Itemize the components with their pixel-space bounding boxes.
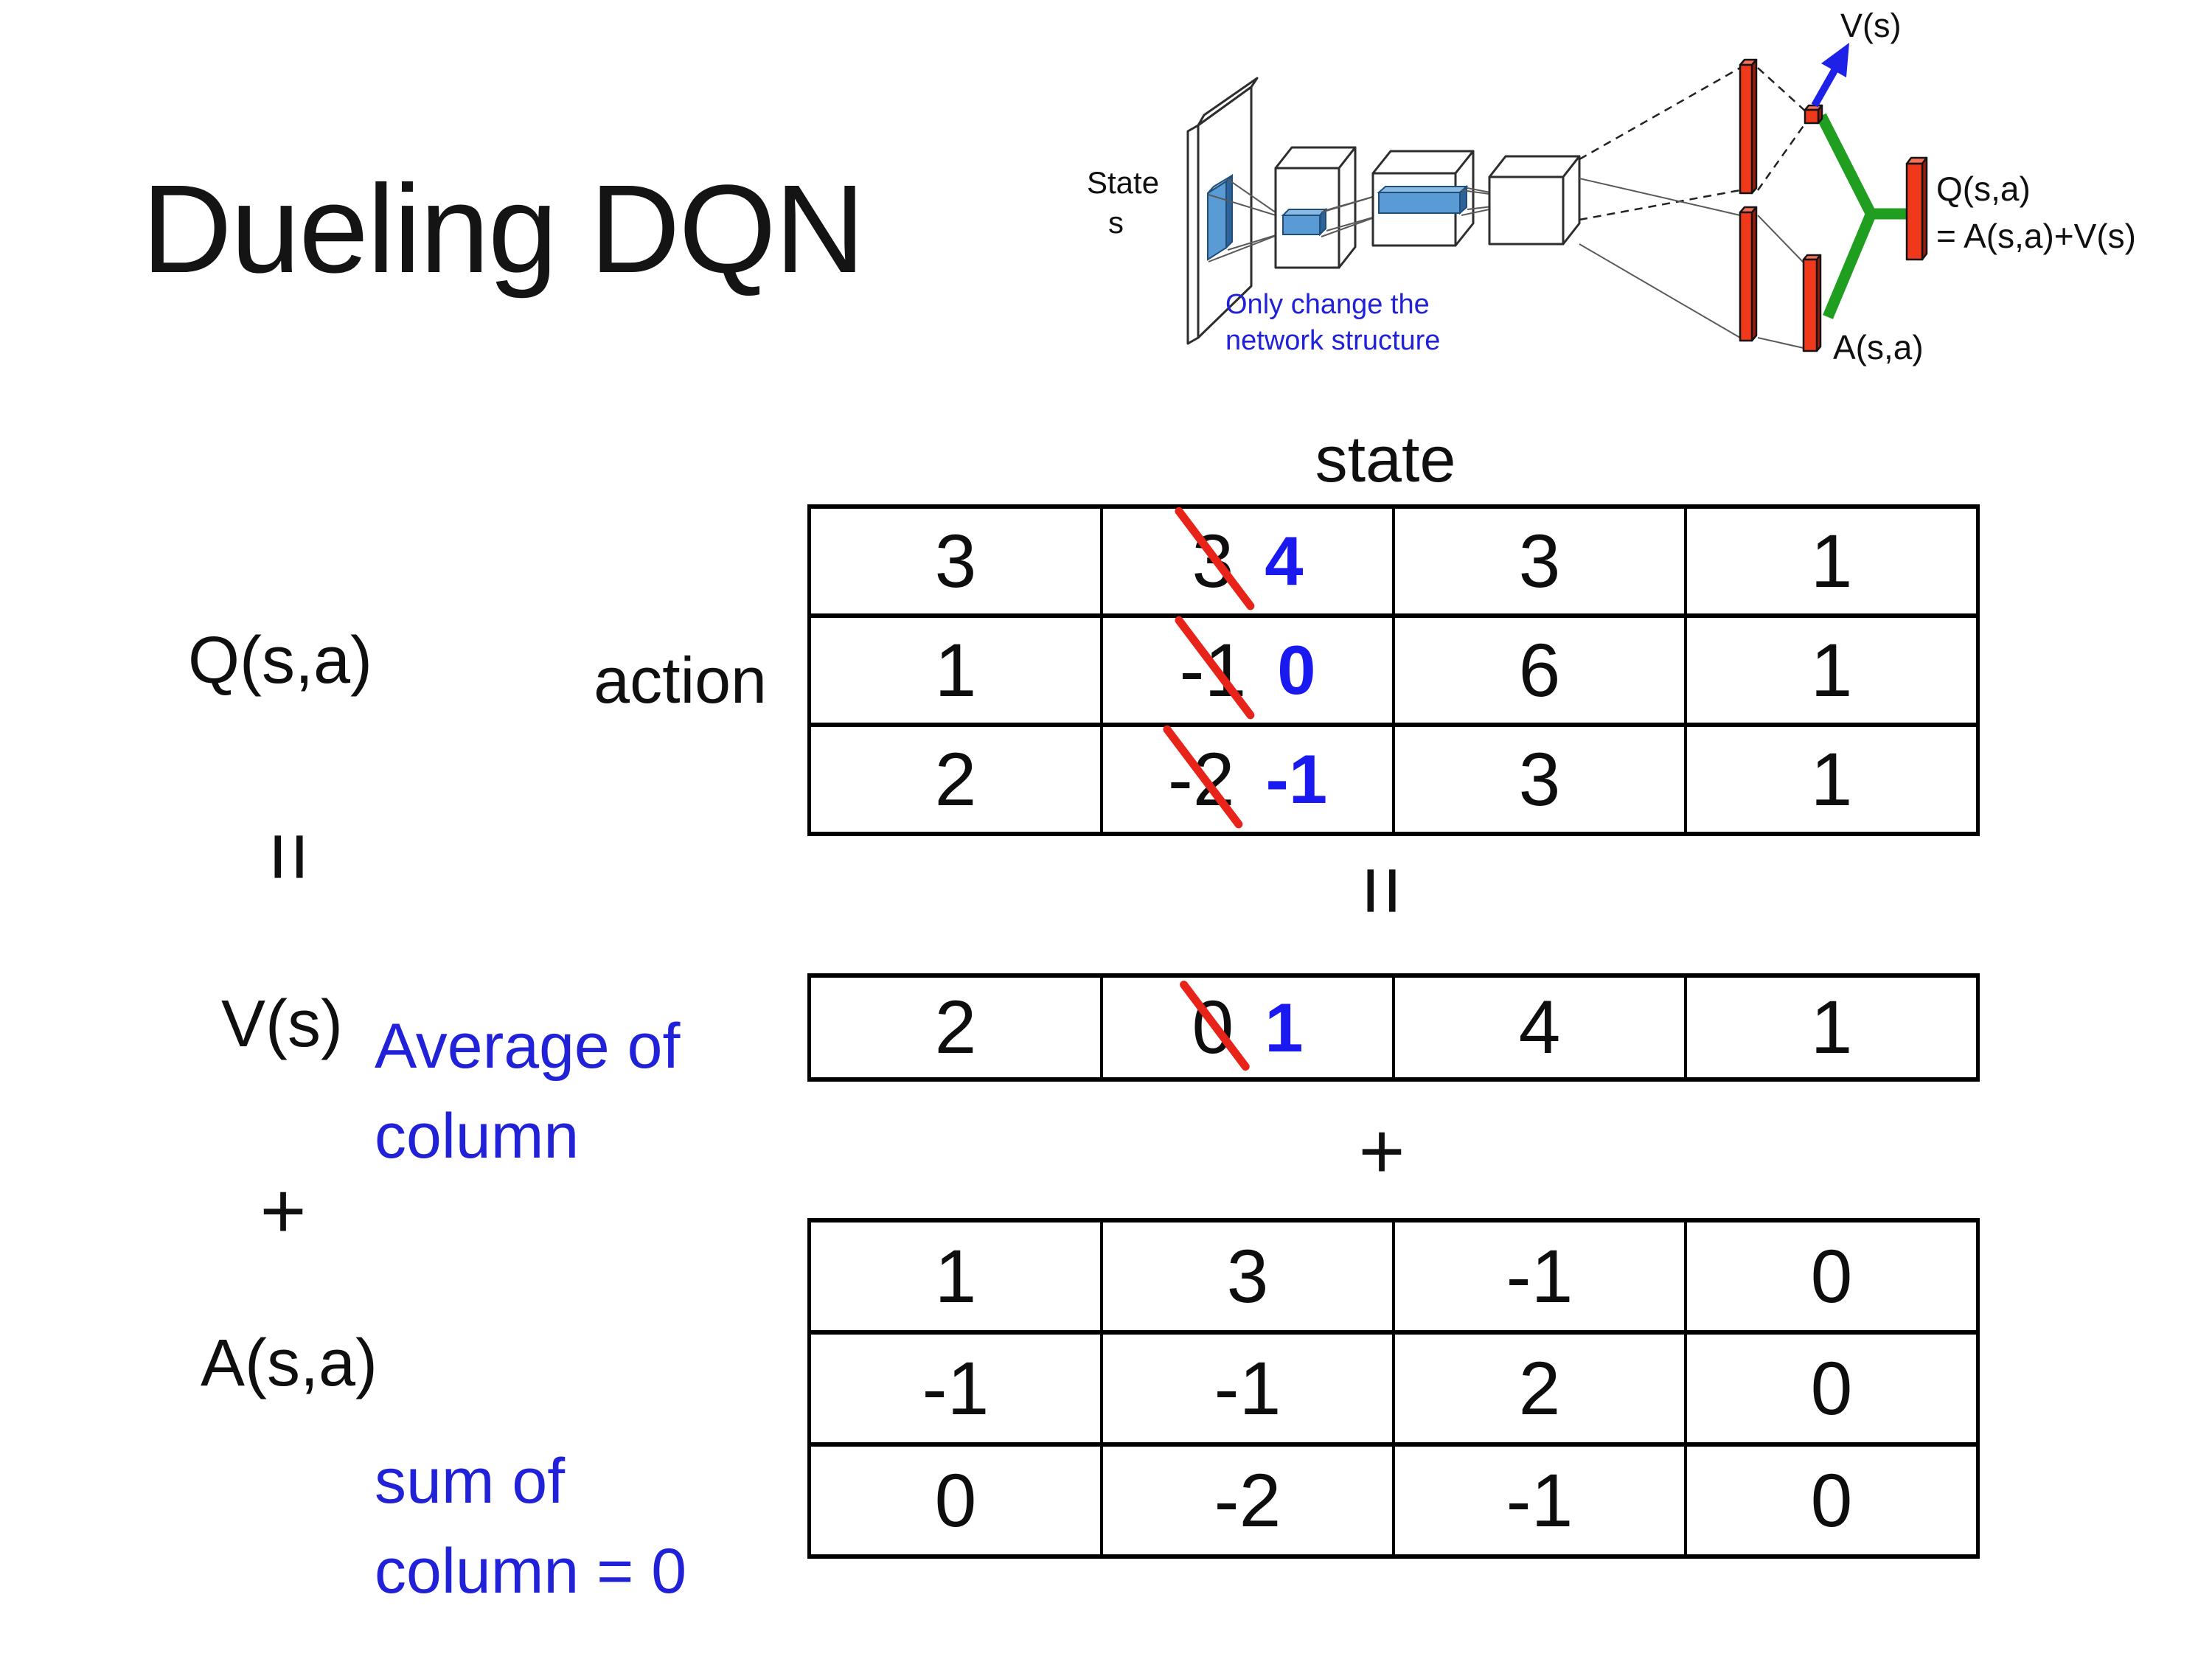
conv-fanin-2 — [1321, 194, 1381, 237]
diagram-q-output-label-line2: = A(s,a)+V(s) — [1936, 217, 2136, 255]
table-row: 1 3 -1 0 — [807, 1218, 1980, 1335]
value-scalar-node — [1804, 104, 1823, 125]
a-cell: -1 — [1100, 1330, 1395, 1447]
q-cell: 3 — [807, 504, 1103, 618]
table-row: -1 -1 2 0 — [807, 1330, 1980, 1447]
replacement-value: 1 — [1265, 988, 1304, 1066]
v-value-table: 2 0 1 4 1 — [807, 973, 1980, 1082]
a-cell: 2 — [1392, 1330, 1687, 1447]
diagram-note-line1: Only change the — [1225, 289, 1430, 320]
v-cell-struck: 0 1 — [1100, 973, 1395, 1082]
value-stream-dashed-lines — [1579, 66, 1808, 221]
a-cell: -2 — [1100, 1442, 1395, 1559]
table-row: 0 -2 -1 0 — [807, 1442, 1980, 1559]
diagram-state-label: State — [1087, 165, 1159, 200]
q-cell: 1 — [1684, 613, 1980, 727]
diagram-a-output-label: A(s,a) — [1833, 328, 1924, 366]
diagram-q-output-label-line1: Q(s,a) — [1936, 170, 2031, 208]
q-cell: 3 — [1392, 504, 1687, 618]
plus-sign-left: + — [260, 1165, 307, 1255]
a-term-label: A(s,a) — [201, 1326, 378, 1400]
equals-sign-mid: = — [1332, 865, 1430, 917]
v-cell: 1 — [1684, 973, 1980, 1082]
q-output-bar — [1905, 156, 1928, 261]
q-cell: 2 — [807, 723, 1103, 836]
a-value-table: 1 3 -1 0 -1 -1 2 0 0 -2 -1 0 — [807, 1218, 1980, 1559]
advantage-output-bar — [1802, 254, 1822, 352]
q-cell-struck: 3 4 — [1100, 504, 1395, 618]
v-cell: 4 — [1392, 973, 1687, 1082]
q-cell: 6 — [1392, 613, 1687, 727]
replacement-value: -1 — [1265, 740, 1328, 818]
a-cell: 3 — [1100, 1218, 1395, 1335]
diagram-v-output-label: V(s) — [1840, 7, 1902, 44]
advantage-hidden-bar — [1739, 206, 1758, 342]
value-hidden-bar — [1739, 58, 1758, 195]
q-term-label: Q(s,a) — [188, 624, 373, 698]
replacement-value: 0 — [1277, 631, 1316, 709]
sum-of-column-note: sum of column = 0 — [375, 1446, 687, 1607]
q-cell: 1 — [1684, 723, 1980, 836]
conv-fanin-1 — [1208, 178, 1284, 262]
q-cell: 1 — [807, 613, 1103, 727]
state-axis-label: state — [1315, 422, 1456, 495]
table-row: 1 -1 0 6 1 — [807, 613, 1980, 727]
table-row: 3 3 4 3 1 — [807, 504, 1980, 618]
dueling-network-diagram: State s Only change the network structur… — [1087, 7, 2136, 366]
equals-sign-left: = — [240, 831, 338, 883]
page-title: Dueling DQN — [142, 159, 865, 299]
fc-box — [1488, 155, 1581, 246]
q-cell-struck: -2 -1 — [1100, 723, 1395, 836]
q-cell: 1 — [1684, 504, 1980, 618]
average-of-column-note: Average of column — [375, 1011, 681, 1172]
q-cell-struck: -1 0 — [1100, 613, 1395, 727]
a-cell: -1 — [807, 1330, 1103, 1447]
action-axis-label: action — [594, 644, 767, 717]
a-cell: 0 — [1684, 1442, 1980, 1559]
plus-sign-mid: + — [1358, 1105, 1405, 1195]
merge-connector — [1816, 113, 1908, 319]
diagram-note-line2: network structure — [1225, 325, 1440, 356]
conv-box-1 — [1274, 146, 1357, 269]
value-arrow-icon — [1811, 43, 1849, 108]
q-value-table: 3 3 4 3 1 1 -1 0 6 1 2 — [807, 504, 1980, 836]
table-row: 2 0 1 4 1 — [807, 973, 1980, 1082]
a-cell: 1 — [807, 1218, 1103, 1335]
replacement-value: 4 — [1265, 522, 1304, 599]
a-cell: 0 — [1684, 1218, 1980, 1335]
feature-bar-2 — [1377, 184, 1469, 215]
q-cell: 3 — [1392, 723, 1687, 836]
table-row: 2 -2 -1 3 1 — [807, 723, 1980, 836]
state-feature-slab — [1207, 173, 1233, 261]
v-cell: 2 — [807, 973, 1103, 1082]
a-cell: -1 — [1392, 1218, 1687, 1335]
a-cell: -1 — [1392, 1442, 1687, 1559]
feature-bar-1 — [1281, 207, 1328, 237]
diagram-state-s-label: s — [1108, 205, 1124, 240]
a-cell: 0 — [807, 1442, 1103, 1559]
advantage-stream-lines — [1579, 178, 1804, 349]
v-term-label: V(s) — [221, 987, 343, 1061]
a-cell: 0 — [1684, 1330, 1980, 1447]
